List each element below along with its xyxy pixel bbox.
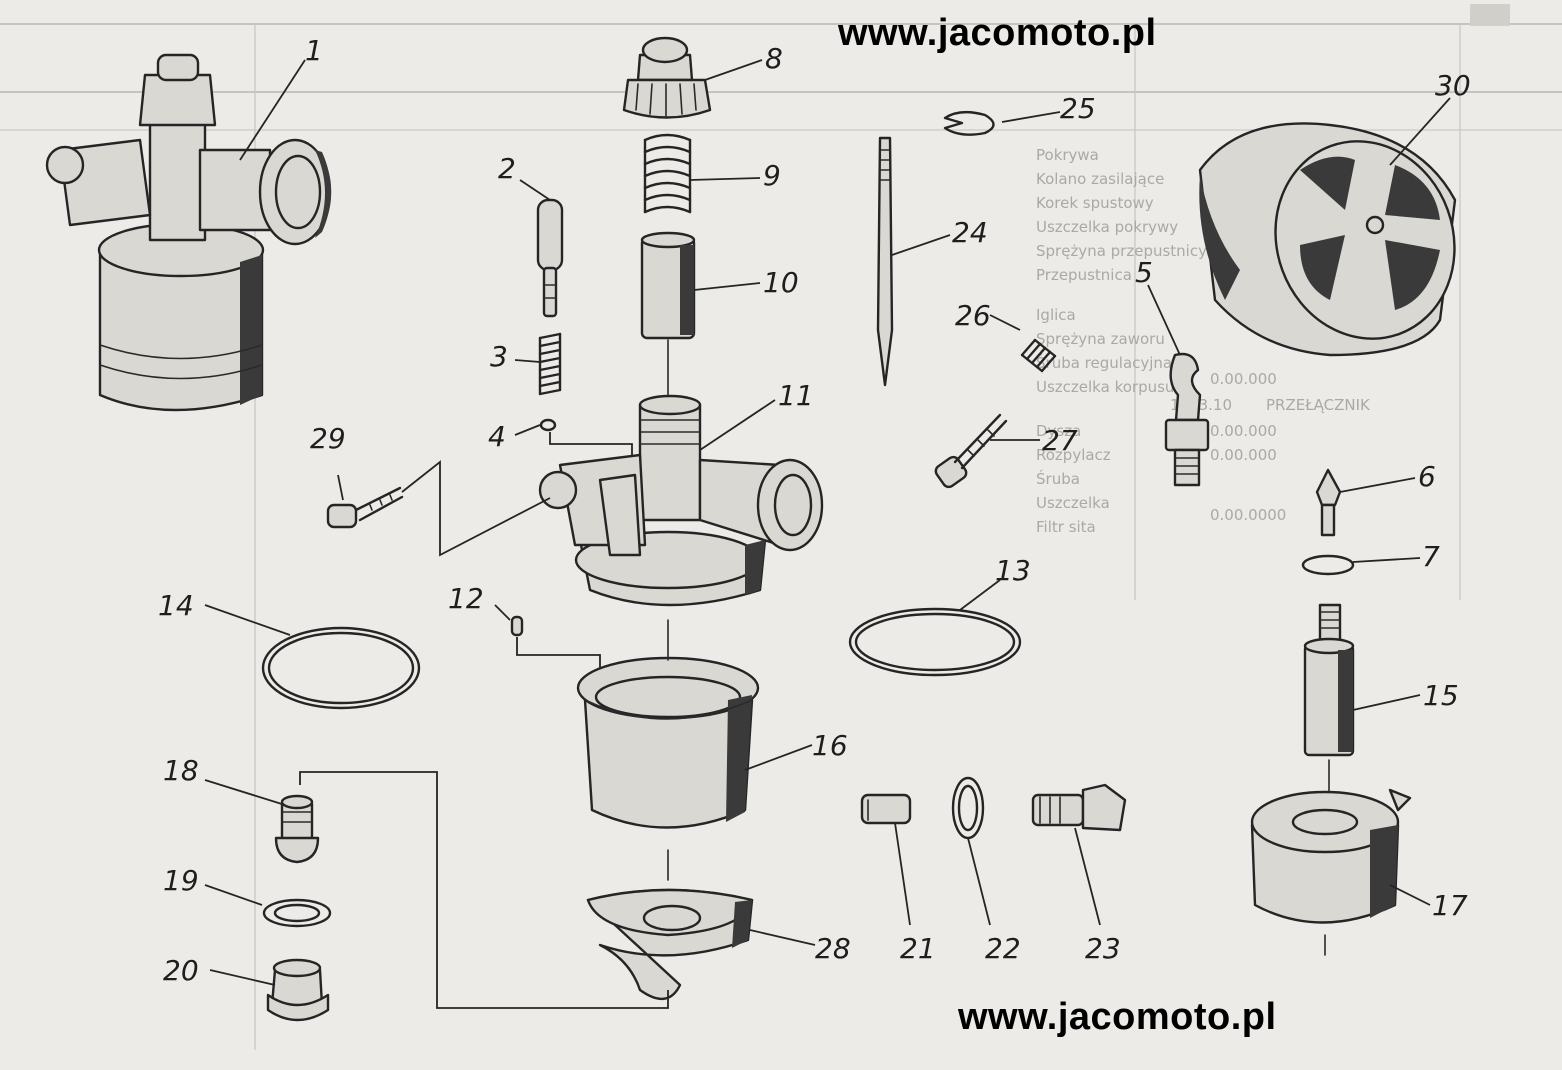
label-19: 19 (163, 864, 199, 897)
part-28-bowl-nut (586, 888, 754, 1000)
ghost-row: Sprężyna zaworu (1036, 330, 1165, 348)
ghost-ref: 0.00.0000 (1210, 506, 1286, 524)
part-13-gasket-ring (848, 607, 1022, 677)
part-14-gasket-ring (261, 626, 421, 710)
label-15: 15 (1423, 679, 1459, 712)
label-10: 10 (763, 266, 799, 299)
part-18-jet (274, 794, 320, 864)
ghost-row: Filtr sita (1036, 518, 1096, 536)
part-9-throttle-spring (643, 133, 692, 214)
ghost-row: Uszczelka (1036, 494, 1110, 512)
label-24: 24 (952, 216, 988, 249)
label-26: 26 (955, 299, 991, 332)
label-17: 17 (1432, 889, 1468, 922)
ghost-ref: PRZEŁĄCZNIK (1266, 396, 1371, 414)
label-7: 7 (1422, 540, 1440, 573)
label-2: 2 (498, 152, 516, 185)
part-20-plug (266, 958, 330, 1022)
label-25: 25 (1060, 92, 1096, 125)
label-4: 4 (488, 420, 506, 453)
ghost-ref: 0.00.000 (1210, 370, 1277, 388)
part-2-needle-rod (536, 198, 564, 318)
part-21-jet (860, 793, 912, 825)
label-6: 6 (1418, 460, 1436, 493)
label-23: 23 (1085, 932, 1121, 965)
label-30: 30 (1435, 69, 1471, 102)
part-29-screw (326, 486, 404, 529)
label-21: 21 (900, 932, 936, 965)
part-labels: 1 2 3 4 5 6 7 8 9 10 11 12 13 14 15 16 1… (158, 34, 1471, 987)
part-5-banjo-fitting (1164, 352, 1210, 487)
label-1: 1 (305, 34, 323, 67)
ghost-row: Śruba (1036, 469, 1080, 488)
label-16: 16 (812, 729, 848, 762)
background-table: Pokrywa Kolano zasilające Korek spustowy… (0, 4, 1562, 1050)
part-16-float-bowl (576, 656, 760, 829)
part-26-spring (1020, 338, 1057, 373)
label-3: 3 (490, 340, 508, 373)
part-30-air-filter-cover (1198, 122, 1457, 357)
ghost-ref: 0.00.000 (1210, 422, 1277, 440)
ghost-row: Uszczelka pokrywy (1036, 218, 1178, 236)
watermark-top: www.jacomoto.pl (838, 12, 1157, 54)
part-22-washer (951, 776, 985, 840)
ghost-row: Przepustnica (1036, 266, 1132, 284)
ghost-row: Pokrywa (1036, 146, 1099, 164)
label-18: 18 (163, 754, 199, 787)
part-25-needle-clip (943, 110, 995, 136)
label-12: 12 (448, 582, 484, 615)
ghost-row: Uszczelka korpusu (1036, 378, 1174, 396)
part-4-ring (539, 418, 557, 432)
watermark-bottom: www.jacomoto.pl (958, 996, 1277, 1038)
part-27-idle-screw (934, 413, 1008, 489)
label-11: 11 (778, 379, 814, 412)
label-14: 14 (158, 589, 194, 622)
part-6-float-needle (1315, 468, 1342, 537)
ghost-row: Śruba regulacyjna (1036, 353, 1172, 372)
part-10-throttle-slide (640, 231, 696, 340)
label-5: 5 (1135, 256, 1153, 289)
label-9: 9 (763, 159, 781, 192)
label-27: 27 (1042, 424, 1078, 457)
label-28: 28 (815, 932, 851, 965)
ghost-row: Korek spustowy (1036, 194, 1154, 212)
part-15-fuel-inlet-post (1303, 603, 1355, 757)
part-17-float (1250, 788, 1412, 924)
label-29: 29 (310, 422, 346, 455)
ghost-ref: 0.00.000 (1210, 446, 1277, 464)
ghost-row: Rozpylacz (1036, 446, 1111, 464)
part-23-drain-screw (1031, 783, 1127, 832)
ghost-row: Dysza (1036, 422, 1081, 440)
part-7-washer (1301, 554, 1355, 576)
part-24-jet-needle (876, 136, 894, 387)
part-3-spring (538, 332, 562, 396)
label-13: 13 (995, 554, 1031, 587)
label-8: 8 (765, 42, 783, 75)
part-1-assembled-carburetor (45, 53, 332, 412)
label-20: 20 (163, 954, 199, 987)
ghost-row: Sprężyna przepustnicy (1036, 242, 1207, 260)
label-22: 22 (985, 932, 1021, 965)
part-8-mixing-chamber-cap (622, 36, 712, 119)
part-19-washer (262, 898, 332, 928)
ghost-row: Iglica (1036, 306, 1076, 324)
part-12-pin (510, 615, 524, 637)
ghost-row: Kolano zasilające (1036, 170, 1164, 188)
part-11-carburetor-body (538, 394, 824, 607)
